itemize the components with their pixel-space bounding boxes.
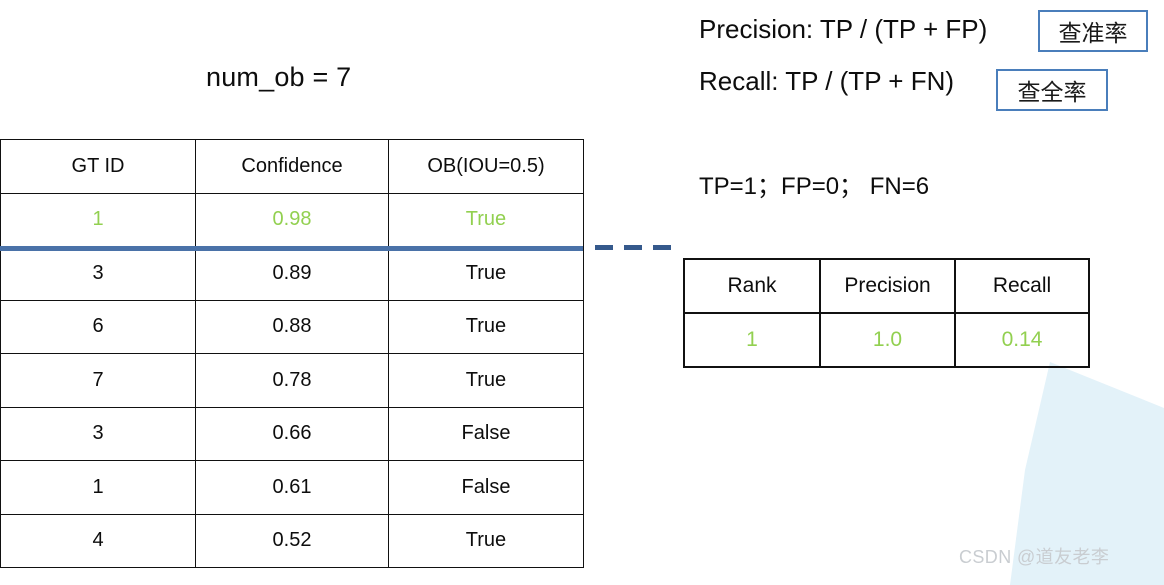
rank-cutoff-separator: [0, 246, 583, 251]
result-header-row: Rank Precision Recall: [683, 258, 1090, 314]
cell-recall: 0.14: [954, 312, 1090, 368]
header-confidence: Confidence: [195, 139, 389, 194]
table-row: 1 0.61 False: [0, 460, 584, 515]
table-row: 1 0.98 True: [0, 192, 584, 247]
watermark: CSDN @道友老李: [959, 547, 1110, 567]
cell-confidence: 0.66: [195, 406, 389, 461]
table-row: 7 0.78 True: [0, 353, 584, 408]
cell-gt-id: 3: [0, 246, 196, 301]
cell-ob: True: [388, 513, 584, 568]
recall-formula: Recall: TP / (TP + FN): [699, 66, 955, 96]
header-rank: Rank: [683, 258, 821, 314]
cell-ob: True: [388, 299, 584, 354]
num-ob-title: num_ob = 7: [206, 62, 352, 92]
dash-segment: [653, 245, 671, 250]
header-gt-id: GT ID: [0, 139, 196, 194]
result-row: 1 1.0 0.14: [683, 312, 1090, 368]
table-row: 6 0.88 True: [0, 299, 584, 354]
cell-confidence: 0.52: [195, 513, 389, 568]
dash-segment: [624, 245, 642, 250]
header-precision: Precision: [819, 258, 956, 314]
cell-ob: True: [388, 192, 584, 247]
table-row: 3 0.66 False: [0, 406, 584, 461]
cell-precision: 1.0: [819, 312, 956, 368]
cell-gt-id: 7: [0, 353, 196, 408]
table-header-row: GT ID Confidence OB(IOU=0.5): [0, 139, 584, 194]
cell-confidence: 0.78: [195, 353, 389, 408]
dashed-connector: [595, 245, 673, 250]
recall-badge: 查全率: [996, 69, 1108, 111]
cell-gt-id: 1: [0, 192, 196, 247]
cell-ob: True: [388, 353, 584, 408]
cell-gt-id: 4: [0, 513, 196, 568]
cell-rank: 1: [683, 312, 821, 368]
metrics-result-table: Rank Precision Recall 1 1.0 0.14: [683, 258, 1090, 368]
cell-confidence: 0.88: [195, 299, 389, 354]
table-row: 3 0.89 True: [0, 246, 584, 301]
cell-confidence: 0.61: [195, 460, 389, 515]
table-row: 4 0.52 True: [0, 513, 584, 568]
cell-confidence: 0.89: [195, 246, 389, 301]
cell-gt-id: 1: [0, 460, 196, 515]
header-recall: Recall: [954, 258, 1090, 314]
cell-ob: False: [388, 406, 584, 461]
header-ob-iou: OB(IOU=0.5): [388, 139, 584, 194]
cell-ob: True: [388, 246, 584, 301]
precision-formula: Precision: TP / (TP + FP): [699, 14, 988, 44]
detections-table: GT ID Confidence OB(IOU=0.5) 1 0.98 True…: [0, 139, 584, 568]
cell-confidence: 0.98: [195, 192, 389, 247]
cell-gt-id: 6: [0, 299, 196, 354]
precision-badge: 查准率: [1038, 10, 1148, 52]
cell-ob: False: [388, 460, 584, 515]
tp-fp-fn-counts: TP=1；FP=0； FN=6: [699, 173, 930, 200]
dash-segment: [595, 245, 613, 250]
cell-gt-id: 3: [0, 406, 196, 461]
